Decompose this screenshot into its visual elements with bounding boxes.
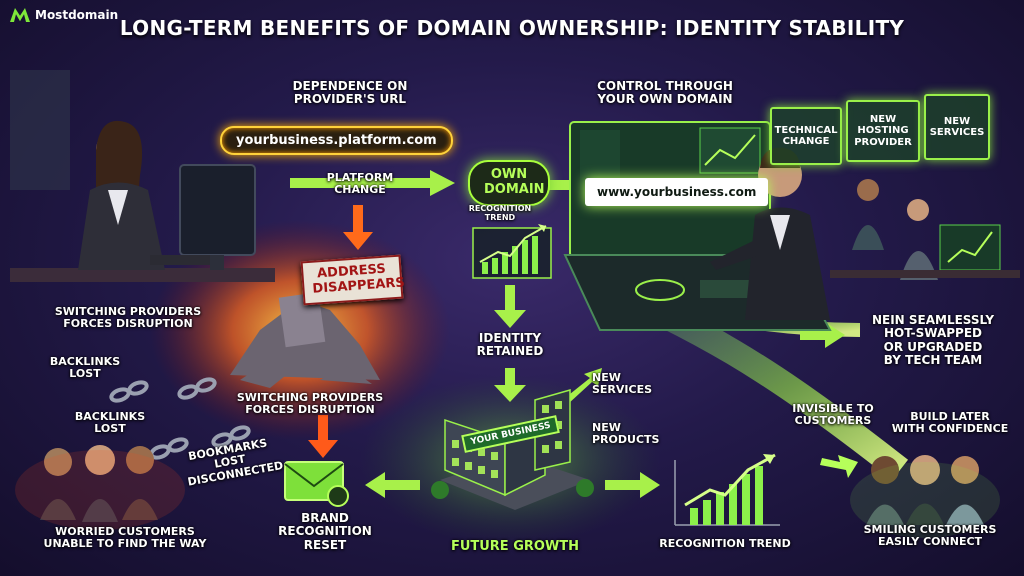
worried-customers <box>15 445 185 530</box>
arrow-identity-down <box>494 368 526 402</box>
brand-recognition-reset-label: BRAND RECOGNITION RESET <box>278 511 372 552</box>
arrow-new-services <box>565 368 602 404</box>
build-later-label: BUILD LATER WITH CONFIDENCE <box>891 410 1009 436</box>
panel-new-hosting-provider: NEW HOSTING PROVIDER <box>846 100 920 162</box>
arrow-down-brand <box>308 415 338 458</box>
tech-person-body <box>745 207 830 320</box>
recognition-trend-label: RECOGNITION TREND <box>659 537 791 550</box>
brand-logo: Mostdomain <box>10 8 118 22</box>
arrow-down-orange <box>343 205 373 250</box>
smiling-customers <box>850 455 1000 538</box>
left-desk <box>10 268 275 282</box>
recognition-chart-large <box>674 453 780 526</box>
worried-customers-label: WORRIED CUSTOMERS UNABLE TO FIND THE WAY <box>43 525 207 551</box>
provider-url-pill: yourbusiness.platform.com <box>220 126 453 155</box>
arrow-to-seamless <box>800 322 845 348</box>
worried-person-body <box>78 182 165 270</box>
backlinks-lost-label: BACKLINKS LOST <box>49 355 121 381</box>
dependence-label: DEPENDENCE ON PROVIDER'S URL <box>292 79 408 107</box>
left-monitor <box>179 164 256 256</box>
backlinks-lost-label-2: BACKLINKS LOST <box>74 410 146 436</box>
business-building <box>431 389 594 510</box>
logo-text: Mostdomain <box>35 8 119 22</box>
arrow-to-trend <box>605 472 660 498</box>
own-domain-badge: OWN DOMAIN <box>468 160 550 206</box>
arrow-to-customers <box>820 455 858 478</box>
smiling-customers-label: SMILING CUSTOMERS EASILY CONNECT <box>863 523 997 549</box>
invisible-label: INVISIBLE TO CUSTOMERS <box>792 402 874 428</box>
switching-providers-label: SWITCHING PROVIDERS FORCES DISRUPTION <box>54 305 202 331</box>
envelope-icon <box>284 461 349 507</box>
rubble <box>230 292 380 388</box>
platform-change-label: PLATFORM CHANGE <box>326 171 394 197</box>
panel-technical-change: TECHNICAL CHANGE <box>770 107 842 165</box>
new-products-label: NEW PRODUCTS <box>592 421 660 447</box>
page-title: LONG-TERM BENEFITS OF DOMAIN OWNERSHIP: … <box>119 16 905 40</box>
arrow-to-brand <box>365 472 420 498</box>
address-disappears-sign: ADDRESS DISAPPEARS <box>300 254 405 306</box>
identity-retained-label: IDENTITY RETAINED <box>476 331 544 359</box>
new-services-label: NEW SERVICES <box>592 371 653 397</box>
own-url-bar: www.yourbusiness.com <box>585 178 769 206</box>
arrow-platform-to-own <box>290 170 455 196</box>
recognition-chart-small <box>472 224 552 279</box>
recognition-trend-small-label: RECOGNITION TREND <box>468 204 532 222</box>
arrow-own-down <box>494 285 526 328</box>
panel-new-services: NEW SERVICES <box>924 94 990 160</box>
switching-providers-label-2: SWITCHING PROVIDERS FORCES DISRUPTION <box>236 391 384 417</box>
control-label: CONTROL THROUGH YOUR OWN DOMAIN <box>597 79 733 107</box>
broken-chain <box>109 377 251 460</box>
left-bg-screens <box>10 70 70 190</box>
seamless-label: NEIN SEAMLESSLY HOT-SWAPPED OR UPGRADED … <box>871 313 995 368</box>
future-growth-label: FUTURE GROWTH <box>450 539 580 554</box>
